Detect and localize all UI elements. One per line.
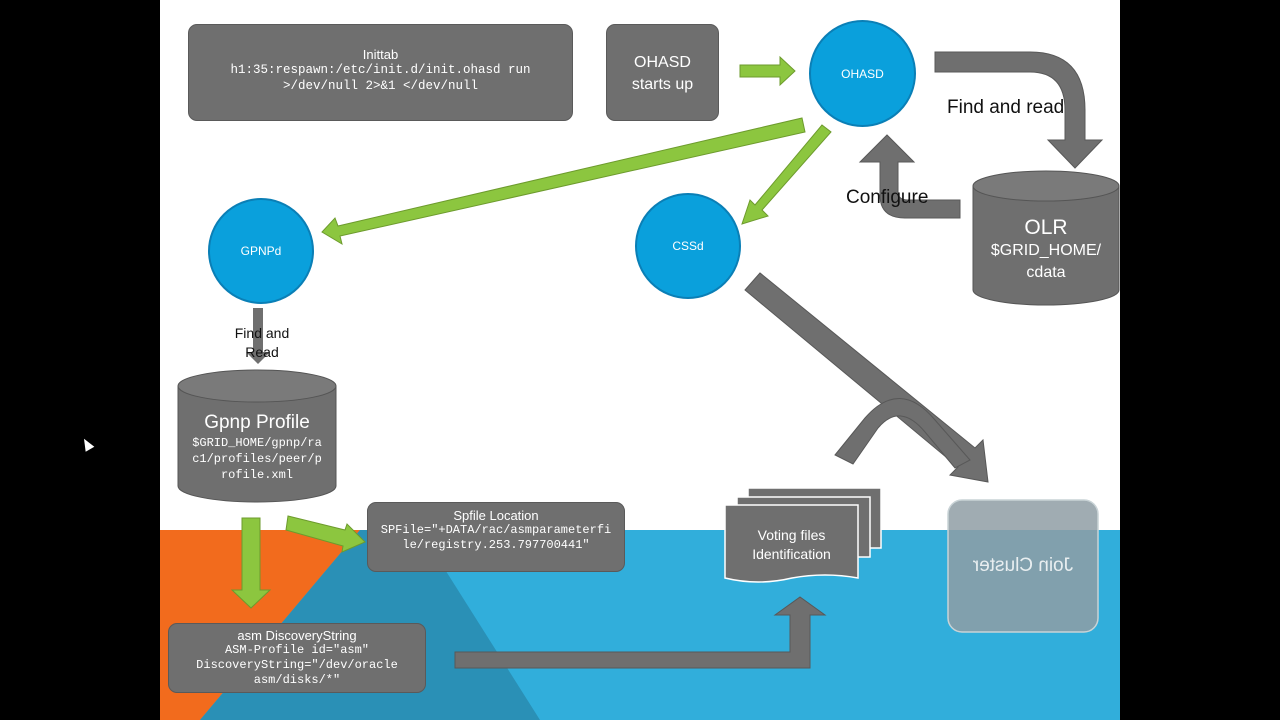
ohasd-starts-line2: starts up xyxy=(631,76,694,93)
spfile-location-box: Spfile Location SPFile="+DATA/rac/asmpar… xyxy=(367,502,625,572)
gpnp-profile-text: Gpnp Profile $GRID_HOME/gpnp/rac1/profil… xyxy=(188,411,326,483)
arrow-to-ohasd xyxy=(739,55,796,87)
arrow-find-and-read xyxy=(934,51,1104,169)
gpnpd-node-label: GPNPd xyxy=(240,244,282,258)
arrow-hook xyxy=(834,398,971,469)
join-cluster-label: Join Cluster xyxy=(972,555,1074,576)
arrow-ohasd-to-gpnpd xyxy=(321,117,806,246)
gpnp-find-read-line1: Find and xyxy=(234,325,290,341)
gpnp-profile-path: $GRID_HOME/gpnp/rac1/profiles/peer/profi… xyxy=(192,436,322,482)
spfile-title: Spfile Location xyxy=(453,508,539,523)
cssd-node: CSSd xyxy=(635,193,741,299)
arrow-ohasd-to-cssd xyxy=(741,124,832,225)
configure-label: Configure xyxy=(846,187,929,208)
gpnp-profile-cylinder xyxy=(177,369,337,503)
asm-discovery-title: asm DiscoveryString xyxy=(237,628,357,643)
arrow-profile-to-asm xyxy=(230,517,272,609)
arrow-profile-to-spfile xyxy=(285,515,366,553)
voting-line2: Identification xyxy=(752,546,831,562)
gpnp-profile-title: Gpnp Profile xyxy=(204,412,310,433)
ohasd-starts-line1: OHASD xyxy=(634,54,691,71)
ohasd-node-label: OHASD xyxy=(841,66,884,81)
asm-discovery-line1: ASM-Profile id="asm" xyxy=(224,643,370,657)
olr-cylinder xyxy=(972,170,1120,306)
cssd-node-label: CSSd xyxy=(672,239,704,253)
diagram-slide: Inittab h1:35:respawn:/etc/init.d/init.o… xyxy=(160,0,1120,720)
olr-text: OLR $GRID_HOME/ cdata xyxy=(973,216,1119,284)
inittab-code: h1:35:respawn:/etc/init.d/init.ohasd run… xyxy=(230,63,531,93)
olr-line2: cdata xyxy=(1026,264,1066,281)
voting-files-text: Voting files Identification xyxy=(725,526,858,564)
olr-line1: $GRID_HOME/ xyxy=(990,242,1102,259)
ohasd-starts-up-box: OHASD starts up xyxy=(606,24,719,121)
asm-discovery-line3: asm/disks/*" xyxy=(253,673,341,687)
inittab-title: Inittab xyxy=(362,47,399,62)
spfile-code: SPFile="+DATA/rac/asmparameterfile/regis… xyxy=(380,523,612,552)
gpnp-find-read-line2: Read xyxy=(245,344,279,360)
arrow-gpnpd-to-profile xyxy=(246,308,270,364)
inittab-box: Inittab h1:35:respawn:/etc/init.d/init.o… xyxy=(188,24,573,121)
asm-discovery-line2: DiscoveryString="/dev/oracle xyxy=(196,658,398,672)
voting-files-stack xyxy=(724,487,882,583)
mouse-cursor-icon xyxy=(79,436,95,452)
find-and-read-label: Find and read xyxy=(947,97,1065,118)
gpnpd-node: GPNPd xyxy=(208,198,314,304)
arrow-configure xyxy=(858,134,961,219)
gpnp-find-read-label: Find and Read xyxy=(212,324,312,362)
arrow-asm-to-voting xyxy=(454,596,827,669)
olr-title: OLR xyxy=(1024,216,1068,239)
asm-discovery-box: asm DiscoveryString ASM-Profile id="asm"… xyxy=(168,623,426,693)
voting-line1: Voting files xyxy=(757,527,826,543)
join-cluster-box xyxy=(947,499,1099,633)
ohasd-node: OHASD xyxy=(809,20,916,127)
